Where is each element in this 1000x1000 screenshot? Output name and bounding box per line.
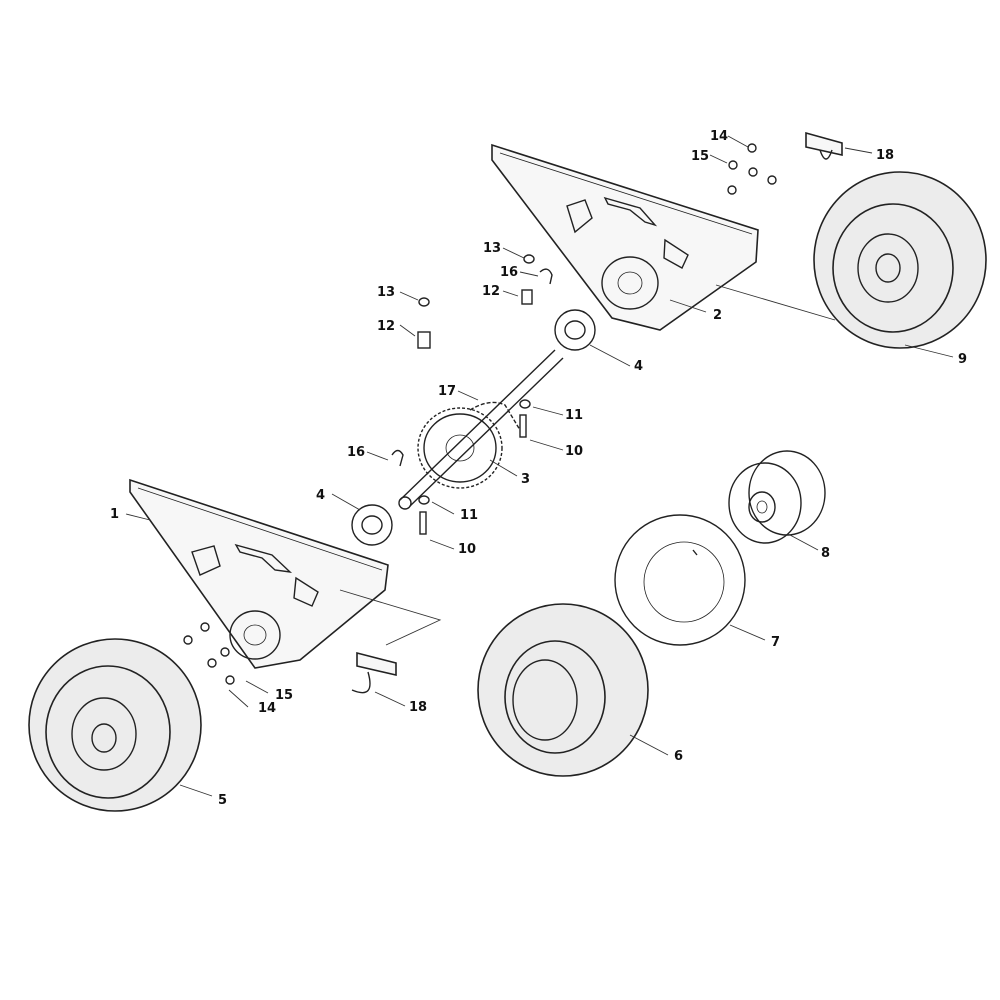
spacer-left xyxy=(417,297,431,349)
bearing-right xyxy=(554,309,596,351)
inner-tube xyxy=(614,514,746,646)
callout-15-lower: 15 xyxy=(275,688,293,703)
sprocket xyxy=(417,407,503,489)
callout-1: 1 xyxy=(110,507,119,522)
bolts-left-plate xyxy=(183,622,235,685)
callout-5: 5 xyxy=(218,793,227,808)
callout-18-upper: 18 xyxy=(876,148,894,163)
callout-2: 2 xyxy=(713,308,722,323)
callout-12-left: 12 xyxy=(377,319,395,334)
wheel-top-right xyxy=(813,171,987,349)
callout-18-lower: 18 xyxy=(409,700,427,715)
callout-7: 7 xyxy=(771,635,780,650)
callout-16-right: 16 xyxy=(500,265,518,280)
rim xyxy=(728,450,826,544)
callout-3: 3 xyxy=(521,472,530,487)
clip-left xyxy=(391,449,404,467)
callout-8: 8 xyxy=(821,546,830,561)
callout-12-right: 12 xyxy=(482,284,500,299)
callout-13-left: 13 xyxy=(377,285,395,300)
mount-bracket-right xyxy=(805,131,843,160)
mount-bracket-left xyxy=(351,651,397,694)
callout-6: 6 xyxy=(674,749,683,764)
callout-9: 9 xyxy=(958,352,967,367)
callout-17: 17 xyxy=(438,384,456,399)
callout-11-upper: 11 xyxy=(565,408,583,423)
right-side-plate xyxy=(491,143,759,331)
callout-10-lower: 10 xyxy=(458,542,476,557)
axle-shaft xyxy=(398,349,564,510)
bearing-left xyxy=(351,504,393,546)
callout-11-lower: 11 xyxy=(460,508,478,523)
callout-14-upper: 14 xyxy=(710,129,728,144)
callout-10-upper: 10 xyxy=(565,444,583,459)
wheel-bottom-left xyxy=(28,638,202,812)
chain xyxy=(469,401,521,431)
callout-15-upper: 15 xyxy=(691,149,709,164)
leader-lines xyxy=(125,135,954,797)
callout-13-right: 13 xyxy=(483,241,501,256)
left-side-plate xyxy=(129,478,389,669)
bolts-lower xyxy=(418,399,531,535)
spacer-right xyxy=(521,254,535,305)
callout-14-lower: 14 xyxy=(258,701,276,716)
callout-4-left: 4 xyxy=(316,488,325,503)
bolts-right-plate xyxy=(727,143,777,195)
callout-16-left: 16 xyxy=(347,445,365,460)
tire-bottom-center xyxy=(477,603,649,777)
callout-4-right: 4 xyxy=(634,359,643,374)
clip-right xyxy=(539,268,553,285)
